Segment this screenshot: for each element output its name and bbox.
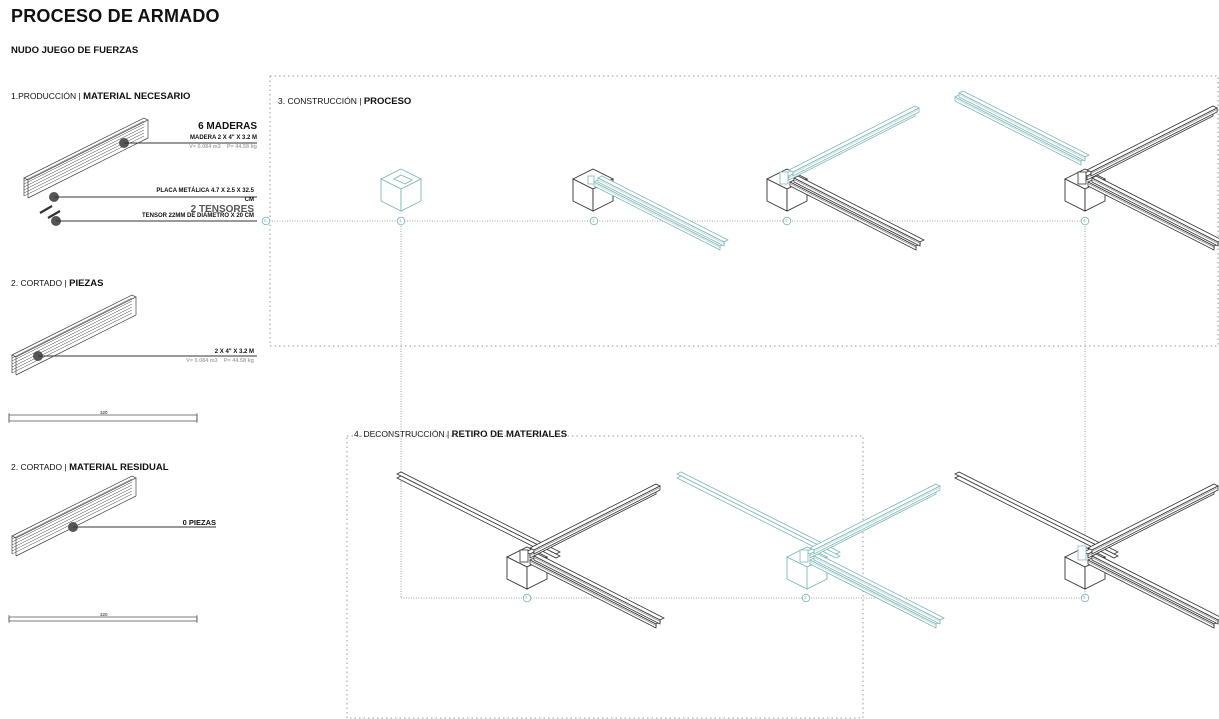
section-produccion: 1.PRODUCCIÓN | MATERIAL NECESARIO (11, 91, 190, 102)
section-cortado-piezas-prefix: 2. CORTADO | (11, 278, 67, 288)
step4-assembly (954, 90, 1219, 251)
step-number-b2: 3 (804, 595, 807, 600)
deconstruccion-frame (346, 435, 864, 719)
section-cortado-piezas: 2. CORTADO | PIEZAS (11, 278, 103, 289)
section-cortado-residual: 2. CORTADO | MATERIAL RESIDUAL (11, 462, 169, 473)
section-construccion: 3. CONSTRUCCIÓN | PROCESO (278, 96, 411, 107)
placa-spec-unit: CM (244, 197, 254, 203)
residual-dimension-bar (8, 615, 198, 623)
section-cortado-residual-name: MATERIAL RESIDUAL (69, 462, 169, 473)
residual-dimension: 320 (100, 612, 108, 617)
decon-step-a (396, 471, 665, 629)
madera-measures: V= 0.084 m3 P= 44.58 kg (189, 144, 257, 150)
step-markers-top (261, 216, 1090, 226)
step-number-1: 1 (399, 218, 402, 223)
page-title: PROCESO DE ARMADO (11, 6, 220, 26)
section-cortado-piezas-name: PIEZAS (69, 278, 104, 289)
section-deconstruccion-prefix: 4. DECONSTRUCCIÓN | (354, 429, 450, 439)
wood-pieces-icon (11, 294, 137, 376)
tensor-icon (39, 205, 61, 219)
maderas-count: 6 MADERAS (198, 121, 257, 132)
residual-stack-icon (11, 475, 137, 557)
step1-block-icon (380, 168, 422, 212)
madera-spec: MADERA 2 X 4" X 3.2 M (190, 135, 257, 141)
section-produccion-prefix: 1.PRODUCCIÓN | (11, 91, 81, 101)
step-number-3: 3 (785, 218, 788, 223)
madera-weight: P= 44.58 kg (226, 144, 257, 150)
section-construccion-prefix: 3. CONSTRUCCIÓN | (278, 96, 362, 106)
decon-step-b (676, 471, 945, 629)
piezas-measures: V= 0.084 m3 P= 44.58 kg (186, 358, 254, 364)
piezas-volume: V= 0.084 m3 (186, 358, 218, 364)
step2-assembly (572, 168, 729, 251)
step3-assembly (766, 105, 925, 251)
placa-spec: PLACA METÁLICA 4.7 X 2.5 X 32.5 (156, 188, 254, 194)
wood-stack-icon (23, 117, 149, 199)
piece-dimension-bar (8, 413, 198, 423)
section-cortado-residual-prefix: 2. CORTADO | (11, 462, 67, 472)
piezas-weight: P= 44.58 kg (223, 358, 254, 364)
step-markers-bottom (522, 593, 1090, 603)
step-number-b3: 5 (1083, 595, 1086, 600)
section-deconstruccion-name: RETIRO DE MATERIALES (451, 429, 568, 440)
piezas-spec: 2 X 4" X 3.2 M (214, 349, 254, 355)
construccion-frame (269, 75, 1219, 347)
residual-count: 0 PIEZAS (182, 518, 216, 527)
decon-step-c (954, 471, 1219, 629)
step-number-0: 0 (264, 218, 267, 223)
section-deconstruccion: 4. DECONSTRUCCIÓN | RETIRO DE MATERIALES (354, 429, 567, 440)
step-number-2: 2 (592, 218, 595, 223)
tensor-spec: TENSOR 22MM DE DIÁMETRO X 20 CM (141, 213, 254, 219)
section-construccion-name: PROCESO (363, 96, 412, 107)
madera-volume: V= 0.084 m3 (189, 144, 221, 150)
section-produccion-name: MATERIAL NECESARIO (83, 91, 191, 102)
tensores-count: 2 TENSORES (190, 204, 254, 215)
piezas-dimension: 320 (100, 410, 108, 415)
step-number-4: 4 (1083, 218, 1086, 223)
page-subtitle: NUDO JUEGO DE FUERZAS (11, 45, 139, 56)
step-number-b1: 3 (525, 595, 528, 600)
